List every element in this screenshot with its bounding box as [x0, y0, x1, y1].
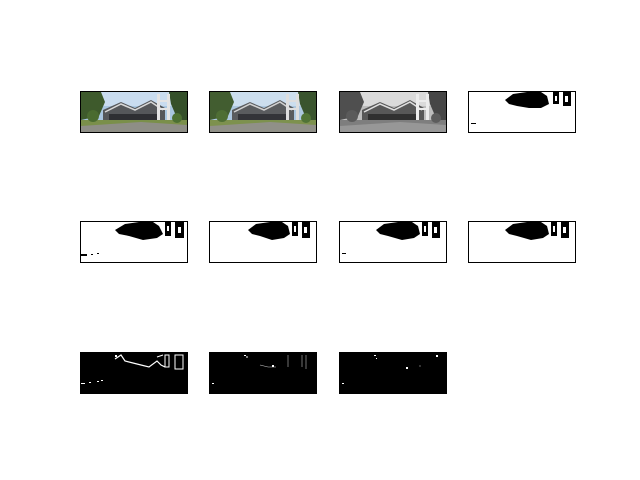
edge-map-3 — [340, 353, 446, 393]
panel-edges-1 — [80, 352, 188, 394]
panel-threshold-4 — [339, 221, 447, 263]
panel-smoothed-color — [209, 91, 317, 133]
panel-edges-3 — [339, 352, 447, 394]
panel-threshold-2 — [80, 221, 188, 263]
panel-original-color — [80, 91, 188, 133]
binary-mask-5 — [469, 222, 575, 262]
binary-mask-2 — [81, 222, 187, 262]
edge-map-2 — [210, 353, 316, 393]
binary-mask-4 — [340, 222, 446, 262]
panel-edges-2 — [209, 352, 317, 394]
panel-threshold-1 — [468, 91, 576, 133]
binary-mask-1 — [469, 92, 575, 132]
edge-map-1 — [81, 353, 187, 393]
church-photo-smoothed — [210, 92, 316, 132]
panel-threshold-5 — [468, 221, 576, 263]
binary-mask-3 — [210, 222, 316, 262]
panel-threshold-3 — [209, 221, 317, 263]
panel-grayscale — [339, 91, 447, 133]
church-photo-grayscale — [340, 92, 446, 132]
church-photo-color — [81, 92, 187, 132]
